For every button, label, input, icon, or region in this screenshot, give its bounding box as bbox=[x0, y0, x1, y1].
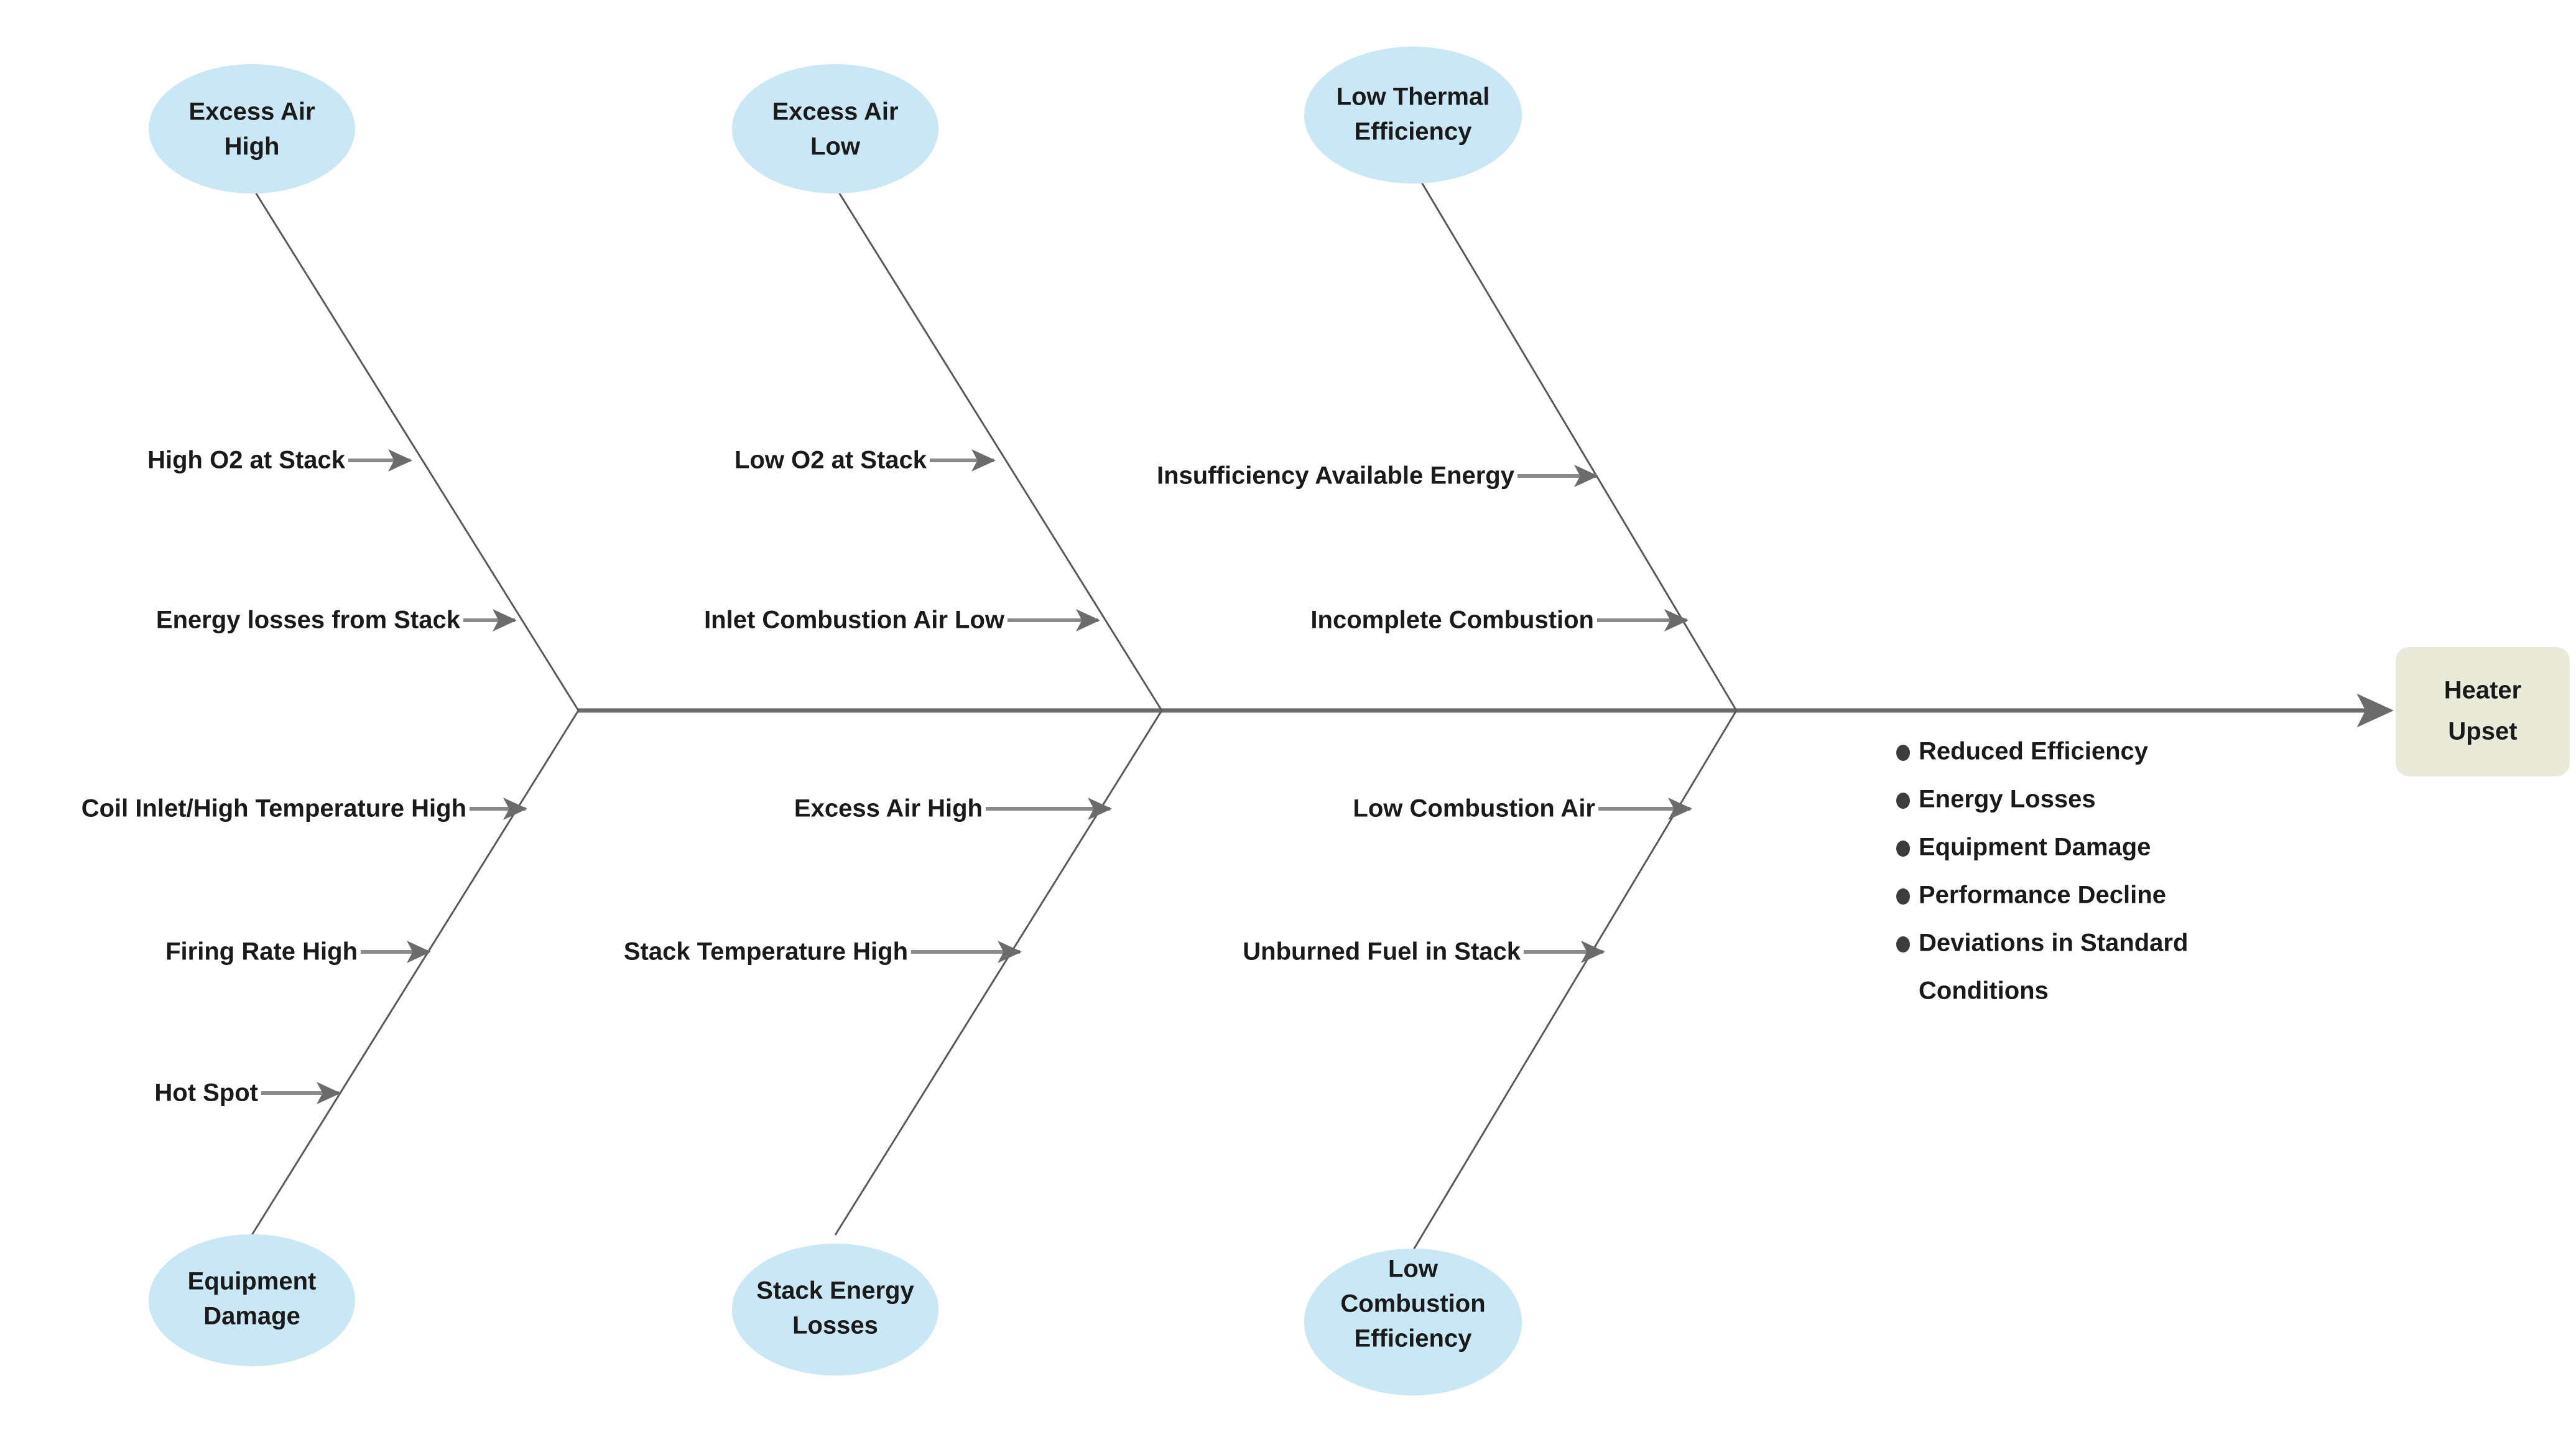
effect-bullet-icon bbox=[1896, 888, 1910, 905]
bone-line-stack-energy-losses bbox=[834, 710, 1163, 1236]
bone-line-low-combustion-efficiency bbox=[1412, 710, 1738, 1251]
head-label-line1: Heater bbox=[2444, 677, 2522, 704]
category-ellipse-stack-energy-losses[interactable] bbox=[732, 1244, 938, 1376]
cause-label-energy-losses-from-stack: Energy losses from Stack bbox=[156, 607, 461, 634]
category-ellipse-excess-air-high[interactable] bbox=[149, 64, 355, 193]
bone-line-excess-air-high bbox=[251, 186, 580, 711]
cause-label-coil-inlet-high-temperature-high: Coil Inlet/High Temperature High bbox=[81, 795, 466, 822]
cause-label-inlet-combustion-air-low: Inlet Combustion Air Low bbox=[704, 607, 1005, 634]
cause-label-stack-temperature-high: Stack Temperature High bbox=[624, 938, 908, 966]
effect-label-reduced-efficiency: Reduced Efficiency bbox=[1919, 738, 2149, 765]
effect-label-energy-losses: Energy Losses bbox=[1919, 786, 2096, 813]
category-label-low-thermal-efficiency-line1: Low Thermal bbox=[1337, 83, 1490, 111]
cause-label-low-combustion-air: Low Combustion Air bbox=[1353, 795, 1595, 822]
cause-label-insufficiency-available-energy: Insufficiency Available Energy bbox=[1157, 462, 1515, 490]
category-label-excess-air-low-line1: Excess Air bbox=[772, 98, 898, 126]
cause-label-low-o2-at-stack: Low O2 at Stack bbox=[734, 447, 927, 474]
category-label-low-thermal-efficiency-line2: Efficiency bbox=[1355, 118, 1473, 146]
effect-label-performance-decline: Performance Decline bbox=[1919, 882, 2166, 909]
cause-label-firing-rate-high: Firing Rate High bbox=[165, 938, 358, 966]
category-label-excess-air-high-line1: Excess Air bbox=[188, 98, 315, 126]
category-label-low-combustion-efficiency-line1: Low bbox=[1388, 1255, 1439, 1283]
cause-label-excess-air-high-bottom: Excess Air High bbox=[794, 795, 983, 822]
category-label-low-combustion-efficiency-line2: Combustion bbox=[1340, 1290, 1485, 1318]
cause-label-high-o2-at-stack: High O2 at Stack bbox=[147, 447, 346, 474]
cause-label-hot-spot: Hot Spot bbox=[154, 1079, 258, 1107]
head-box bbox=[2396, 647, 2570, 776]
head-label-line2: Upset bbox=[2448, 718, 2517, 745]
category-ellipse-equipment-damage[interactable] bbox=[149, 1234, 355, 1366]
category-label-equipment-damage-line1: Equipment bbox=[188, 1268, 317, 1295]
effect-label-deviations-in-standard: Deviations in Standard bbox=[1919, 929, 2188, 957]
category-label-stack-energy-losses-line2: Losses bbox=[792, 1312, 878, 1339]
effect-bullet-icon bbox=[1896, 936, 1910, 952]
cause-label-incomplete-combustion: Incomplete Combustion bbox=[1310, 607, 1594, 634]
category-ellipse-low-thermal-efficiency[interactable] bbox=[1304, 47, 1522, 184]
category-label-low-combustion-efficiency-line3: Efficiency bbox=[1355, 1325, 1473, 1353]
effect-label-conditions: Conditions bbox=[1919, 977, 2049, 1005]
category-label-stack-energy-losses-line1: Stack Energy bbox=[756, 1277, 914, 1305]
cause-label-unburned-fuel-in-stack: Unburned Fuel in Stack bbox=[1243, 938, 1521, 966]
category-label-equipment-damage-line2: Damage bbox=[203, 1303, 300, 1330]
effect-bullet-icon bbox=[1896, 841, 1910, 857]
effect-bullet-icon bbox=[1896, 793, 1910, 809]
bone-line-equipment-damage bbox=[251, 710, 580, 1236]
effect-bullet-icon bbox=[1896, 745, 1910, 761]
bone-line-excess-air-low bbox=[834, 186, 1163, 711]
effect-label-equipment-damage: Equipment Damage bbox=[1919, 834, 2151, 861]
category-ellipse-excess-air-low[interactable] bbox=[732, 64, 938, 193]
category-label-excess-air-high-line2: High bbox=[225, 133, 280, 161]
category-ellipse-low-combustion-efficiency[interactable] bbox=[1304, 1249, 1522, 1395]
category-label-excess-air-low-line2: Low bbox=[810, 133, 861, 161]
